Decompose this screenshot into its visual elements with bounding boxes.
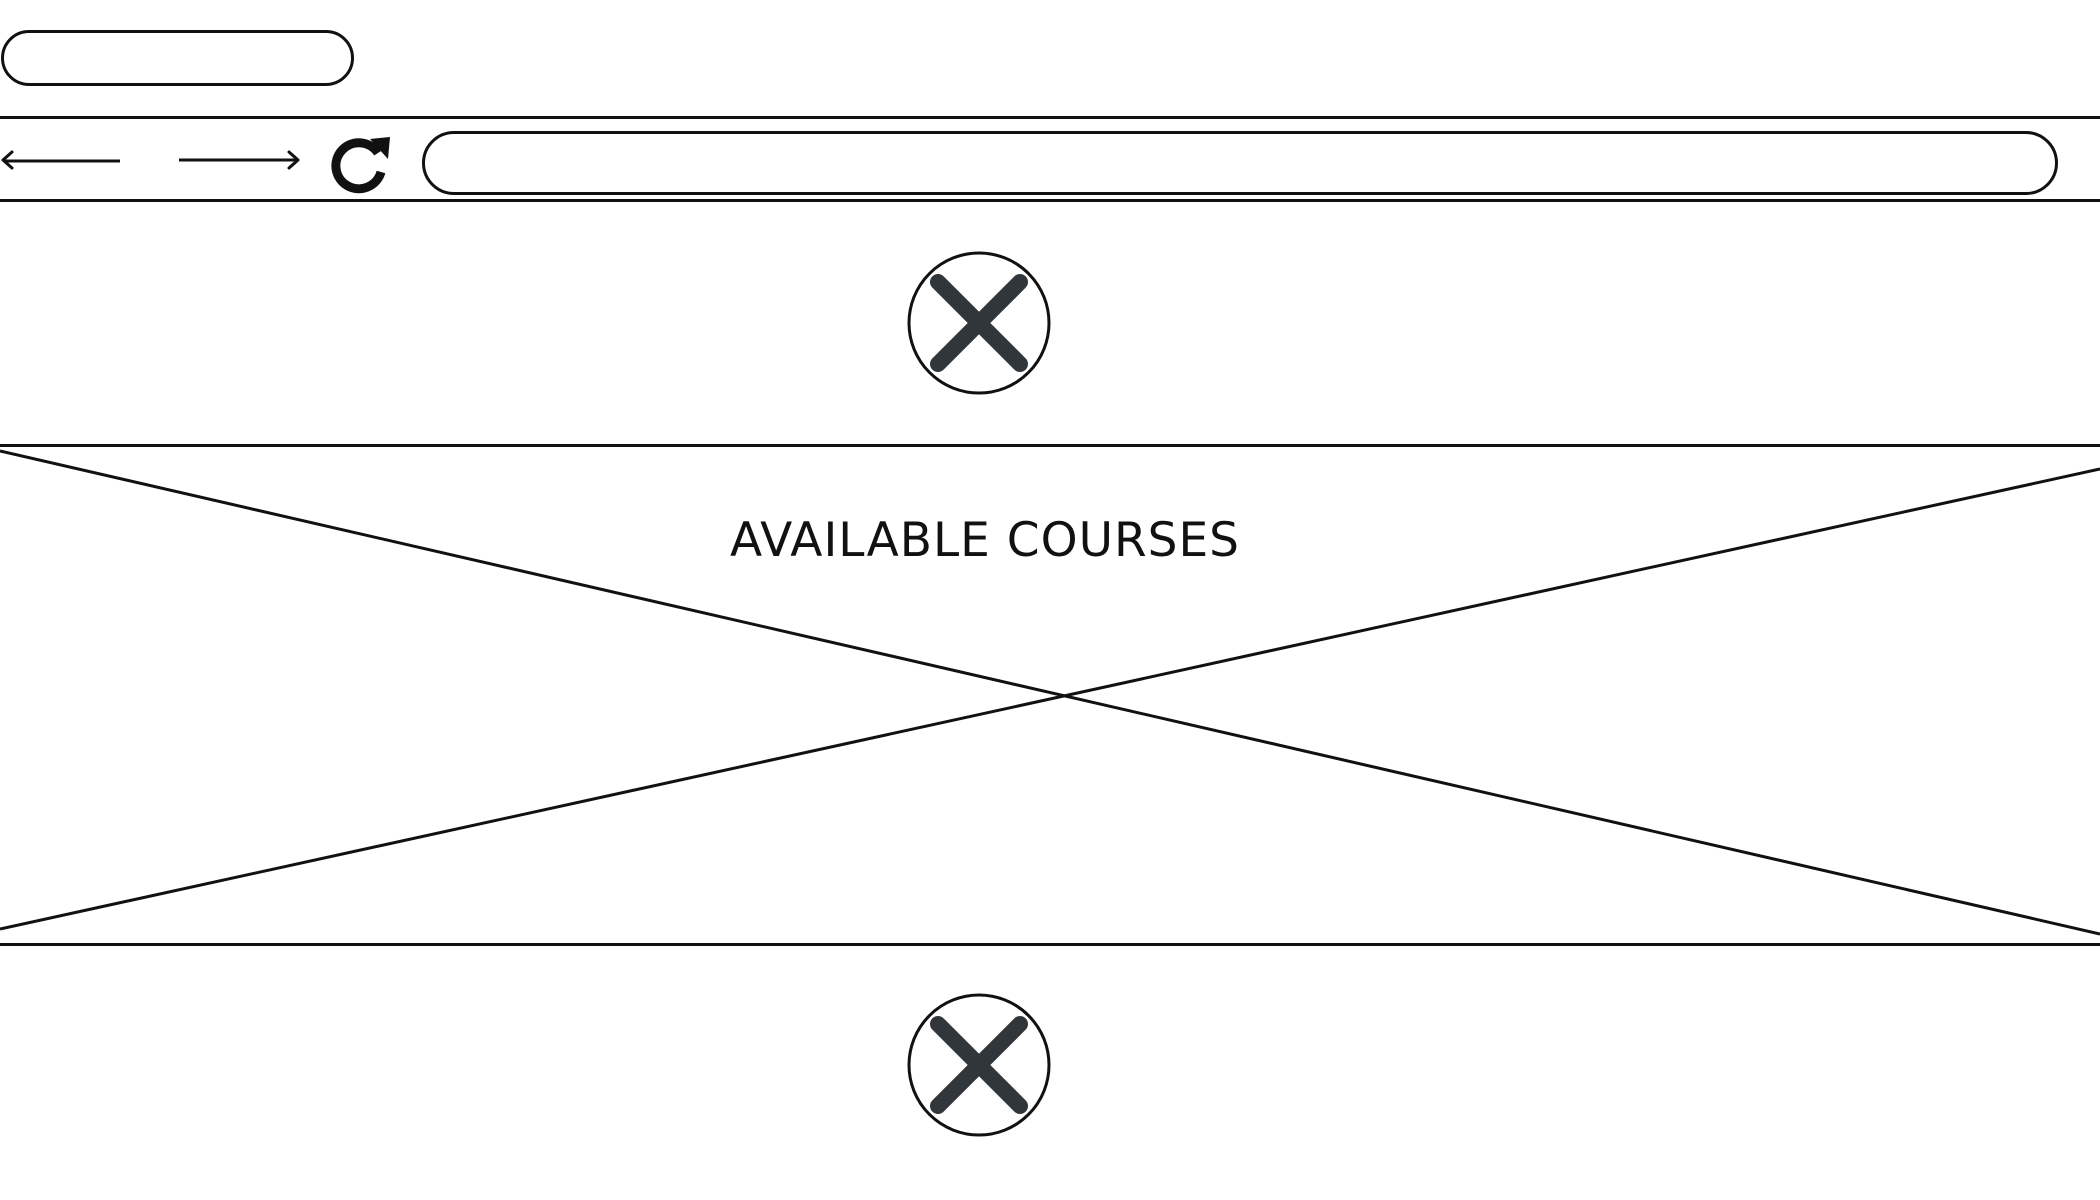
url-input[interactable]: [455, 142, 2029, 186]
course-banner-image: AVAILABLE COURSES: [0, 444, 2100, 946]
banner-title: AVAILABLE COURSES: [730, 513, 1241, 568]
arrow-left-icon: [1, 150, 120, 170]
browser-tab[interactable]: [1, 30, 354, 86]
arrow-right-icon: [179, 150, 300, 170]
browser-toolbar: [0, 116, 2100, 202]
reload-icon: [331, 137, 390, 194]
forward-button[interactable]: [175, 137, 305, 181]
image-placeholder-icon: [0, 449, 2100, 936]
reload-button[interactable]: [326, 129, 396, 195]
close-circle-icon: [907, 251, 1051, 395]
back-button[interactable]: [0, 137, 125, 181]
address-bar: [422, 131, 2058, 195]
close-circle-icon: [907, 993, 1051, 1137]
